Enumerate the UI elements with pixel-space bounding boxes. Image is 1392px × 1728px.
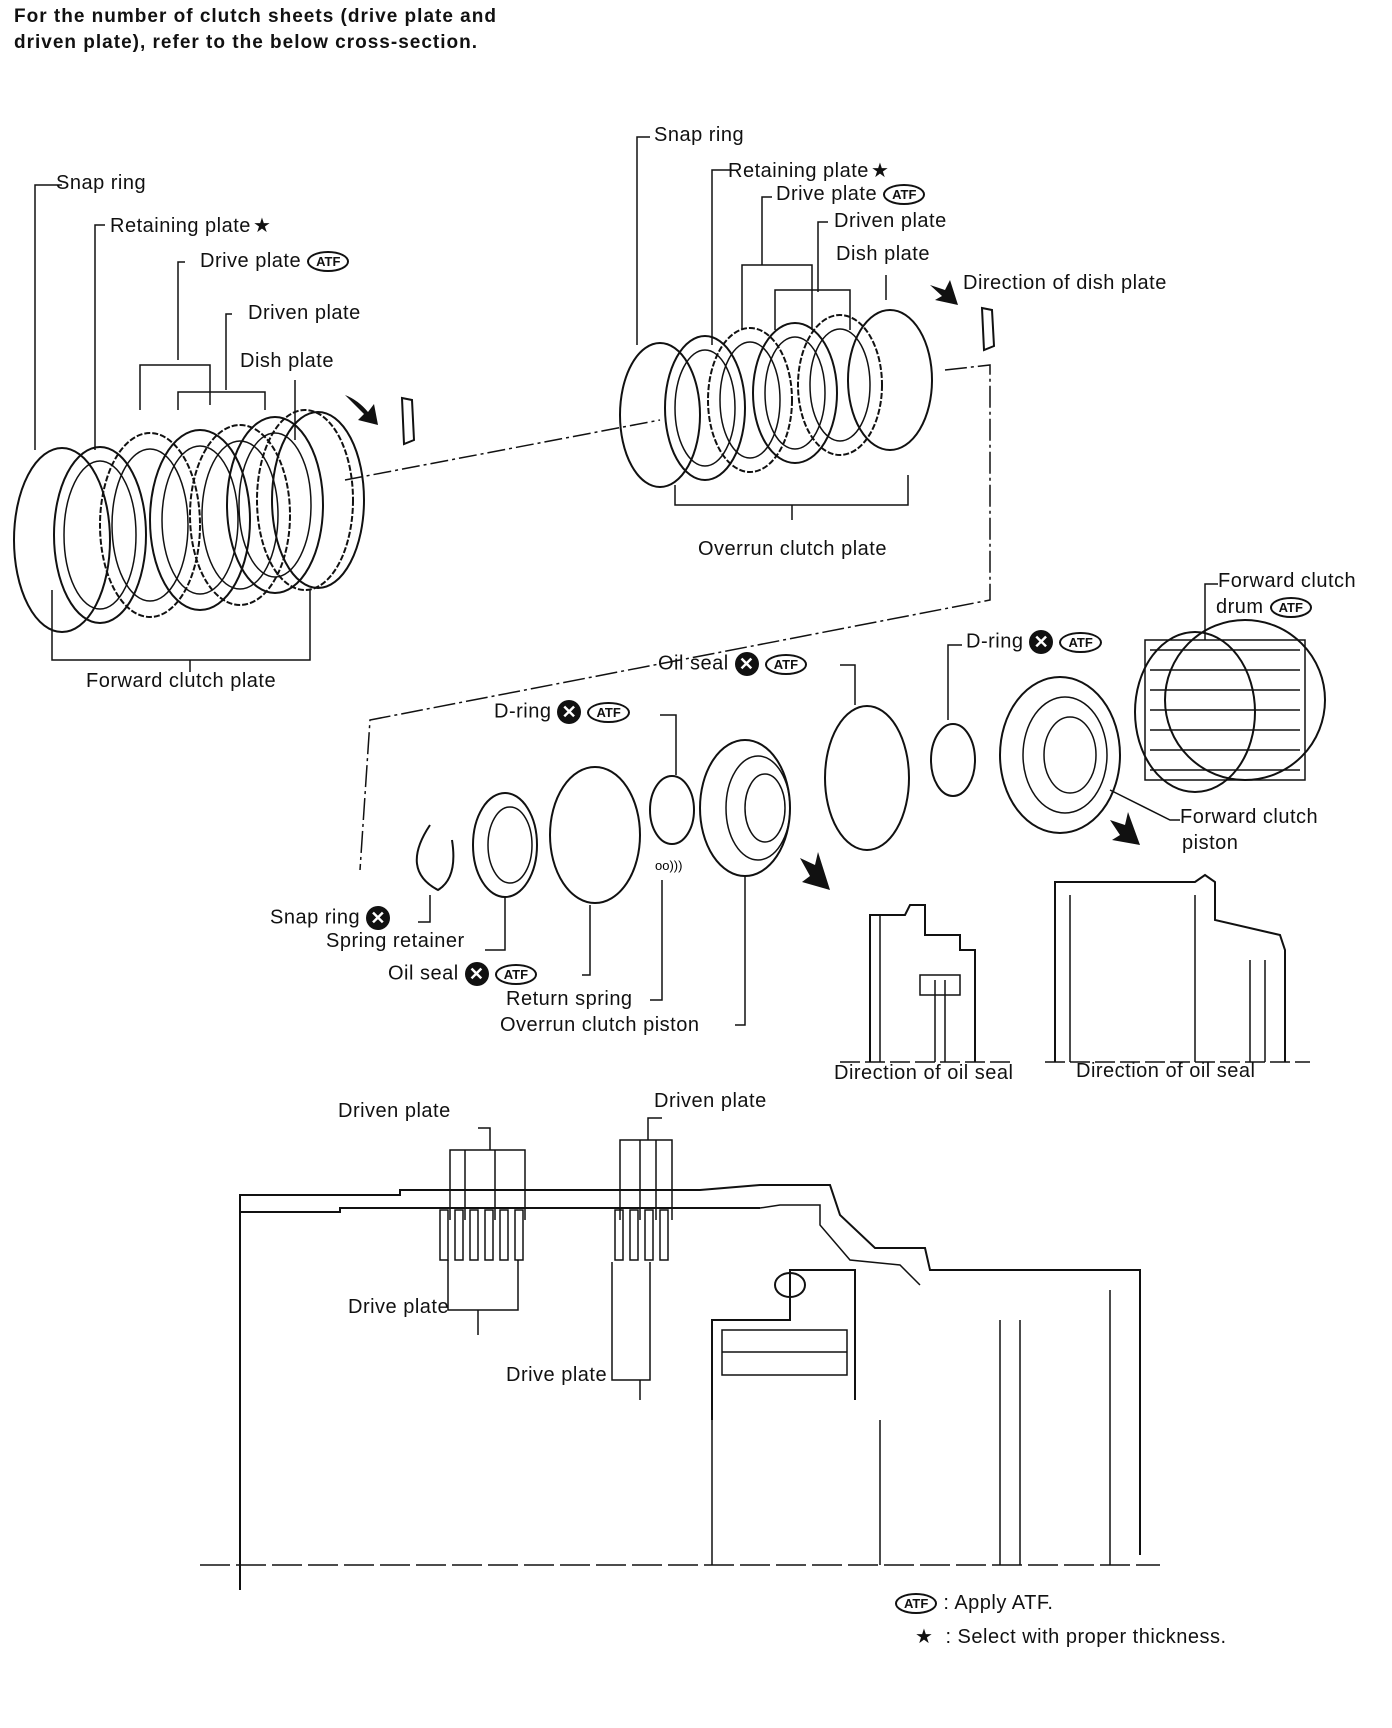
atf-icon: ATF: [895, 1593, 938, 1615]
label-direction-oil-seal-2: Direction of oil seal: [1076, 1060, 1256, 1082]
label-retaining-plate-overrun: Retaining plate★: [728, 160, 890, 182]
label-snap-ring-lower: Snap ring✕: [270, 906, 391, 930]
label-dish-plate-overrun: Dish plate: [836, 243, 930, 265]
label-driven-plate-cs-left: Driven plate: [338, 1100, 451, 1122]
replace-icon: ✕: [464, 962, 489, 986]
header-line-1: For the number of clutch sheets (drive p…: [14, 6, 497, 27]
atf-icon: ATF: [587, 701, 630, 723]
label-forward-clutch-piston-1: Forward clutch: [1180, 806, 1319, 828]
label-driven-plate-cs-right: Driven plate: [654, 1090, 767, 1112]
label-oil-seal-upper: Oil seal✕ATF: [658, 652, 808, 676]
oil-seal-direction-1: [840, 904, 1010, 1063]
label-overrun-clutch-plate: Overrun clutch plate: [698, 538, 887, 560]
svg-text:oo))): oo))): [655, 858, 682, 873]
label-forward-clutch-plate: Forward clutch plate: [86, 670, 277, 692]
atf-icon: ATF: [494, 963, 538, 985]
header-line-2: driven plate), refer to the below cross-…: [14, 32, 478, 53]
label-snap-ring-overrun: Snap ring: [654, 124, 745, 146]
label-direction-oil-seal-1: Direction of oil seal: [834, 1062, 1014, 1084]
oil-seal-direction-2: [1045, 873, 1310, 1063]
label-spring-retainer: Spring retainer: [326, 930, 465, 952]
label-oil-seal-lower: Oil seal✕ATF: [388, 962, 538, 986]
atf-icon: ATF: [1059, 631, 1102, 653]
replace-icon: ✕: [366, 906, 391, 930]
label-snap-ring-forward: Snap ring: [56, 172, 147, 194]
legend-star: ★: Select with proper thickness.: [915, 1626, 1227, 1648]
atf-icon: ATF: [1269, 597, 1312, 619]
overrun-clutch-plates: [359, 136, 996, 871]
cross-section: [200, 1117, 1160, 1590]
star-icon: ★: [915, 1626, 934, 1648]
replace-icon: ✕: [557, 700, 582, 724]
replace-icon: ✕: [1029, 630, 1054, 654]
replace-icon: ✕: [734, 652, 759, 676]
label-driven-plate-forward: Driven plate: [248, 302, 361, 324]
label-forward-clutch-piston-2: piston: [1182, 832, 1239, 854]
legend-atf: ATF: Apply ATF.: [895, 1592, 1053, 1615]
atf-icon: ATF: [883, 184, 926, 206]
label-drive-plate-cs-right: Drive plate: [506, 1364, 608, 1386]
middle-parts: oo))): [415, 583, 1326, 1063]
star-icon: ★: [252, 215, 272, 237]
label-overrun-clutch-piston: Overrun clutch piston: [500, 1014, 700, 1036]
star-icon: ★: [870, 160, 890, 182]
label-driven-plate-overrun: Driven plate: [834, 210, 947, 232]
label-forward-clutch-drum-1: Forward clutch: [1218, 570, 1357, 592]
label-direction-dish-plate: Direction of dish plate: [963, 272, 1167, 294]
label-d-ring-lower: D-ring✕ATF: [494, 700, 630, 724]
label-retaining-plate-forward: Retaining plate★: [110, 215, 272, 237]
label-d-ring-upper: D-ring✕ATF: [966, 630, 1102, 654]
atf-icon: ATF: [764, 653, 808, 675]
atf-icon: ATF: [307, 251, 350, 273]
forward-clutch-plates: [13, 184, 661, 672]
label-drive-plate-cs-left: Drive plate: [348, 1296, 450, 1318]
label-return-spring: Return spring: [506, 988, 633, 1010]
label-dish-plate-forward: Dish plate: [240, 350, 334, 372]
